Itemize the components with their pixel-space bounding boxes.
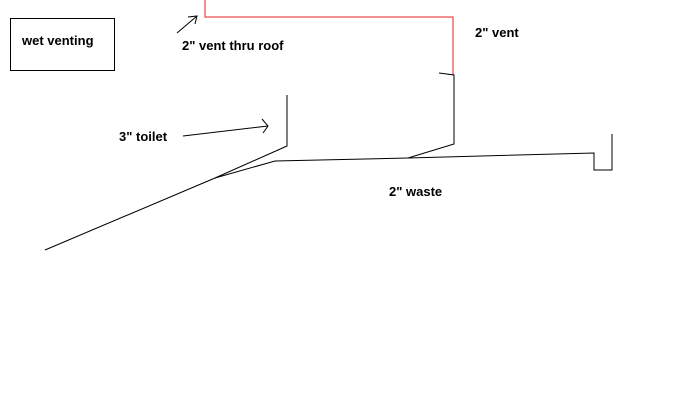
vent-thru-roof-pipe	[204, 0, 454, 75]
toilet-riser-pipe	[214, 95, 288, 179]
title-box	[10, 18, 115, 71]
vent-pipe	[407, 72, 455, 159]
toilet-label: 3" toilet	[119, 129, 168, 144]
drain-pipe	[44, 177, 216, 251]
toilet-arrow	[182, 118, 269, 137]
vent-thru-roof-label: 2" vent thru roof	[182, 38, 284, 53]
waste-pipe	[214, 134, 613, 179]
waste-label: 2" waste	[389, 184, 443, 199]
diagram-title: wet venting	[22, 33, 94, 48]
vent-label: 2" vent	[475, 25, 519, 40]
vent-thru-roof-arrow	[176, 15, 198, 34]
